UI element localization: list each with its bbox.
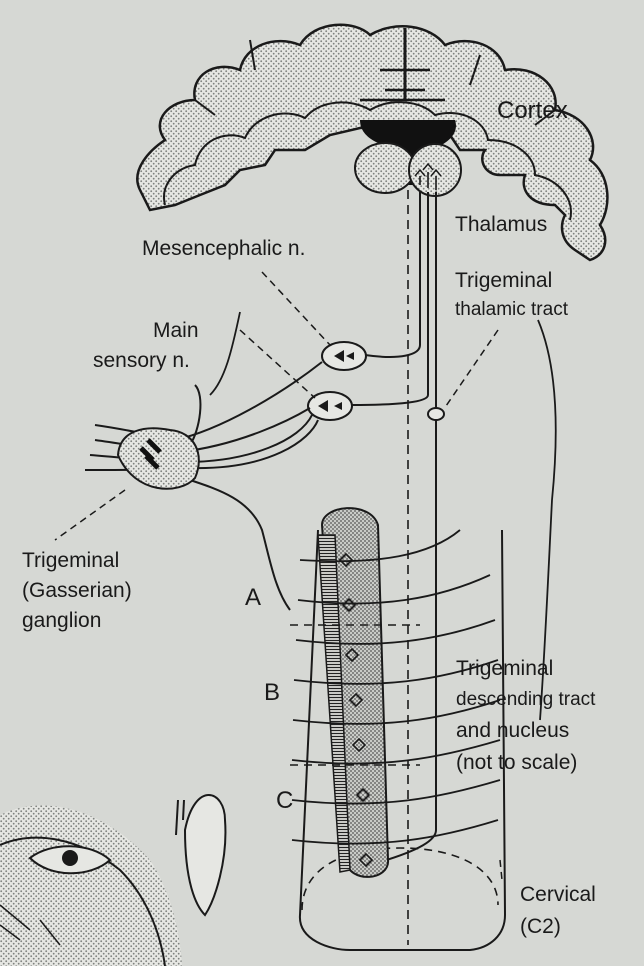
label-ganglion-line2: (Gasserian) [22,578,132,603]
label-main-sensory-line1: Main [153,318,199,343]
label-zone-c: C [276,788,293,813]
label-main-sensory-line2: sensory n. [93,348,190,373]
label-descending-line4: (not to scale) [456,750,577,775]
hair-strokes [176,800,184,835]
mesencephalic-nucleus [322,342,366,370]
pupil [62,850,78,866]
label-cervical-line1: Cervical [520,882,596,907]
label-cortex: Cortex [497,98,568,123]
label-thalamus: Thalamus [455,212,547,237]
trigeminal-nerve [85,362,322,610]
face-shading [0,805,182,966]
label-trigeminal-thalamic-line1: Trigeminal [455,268,552,293]
label-trigeminal-thalamic-line2: thalamic tract [455,298,568,321]
thalamus-left [355,143,415,193]
cord-segment-ellipse [302,848,498,910]
label-descending-line3: and nucleus [456,718,569,743]
label-ganglion-line1: Trigeminal [22,548,119,573]
face-drawing [0,795,225,966]
trigeminal-ganglion [118,428,199,489]
label-mesencephalic-n: Mesencephalic n. [142,236,305,261]
label-cervical-line2: (C2) [520,914,561,939]
label-ganglion-line3: ganglion [22,608,101,633]
main-sensory-nucleus [308,392,352,420]
label-zone-b: B [264,680,280,705]
brainstem-outline-left [210,312,240,395]
thalamus [355,120,461,196]
label-descending-line1: Trigeminal [456,656,553,681]
descending-tract-and-nucleus [318,508,388,877]
label-descending-line2: descending tract [456,688,595,711]
thalamus-right [409,144,461,196]
label-zone-a: A [245,585,261,610]
ear-outline [185,795,225,915]
tract-cross-section [428,408,444,420]
